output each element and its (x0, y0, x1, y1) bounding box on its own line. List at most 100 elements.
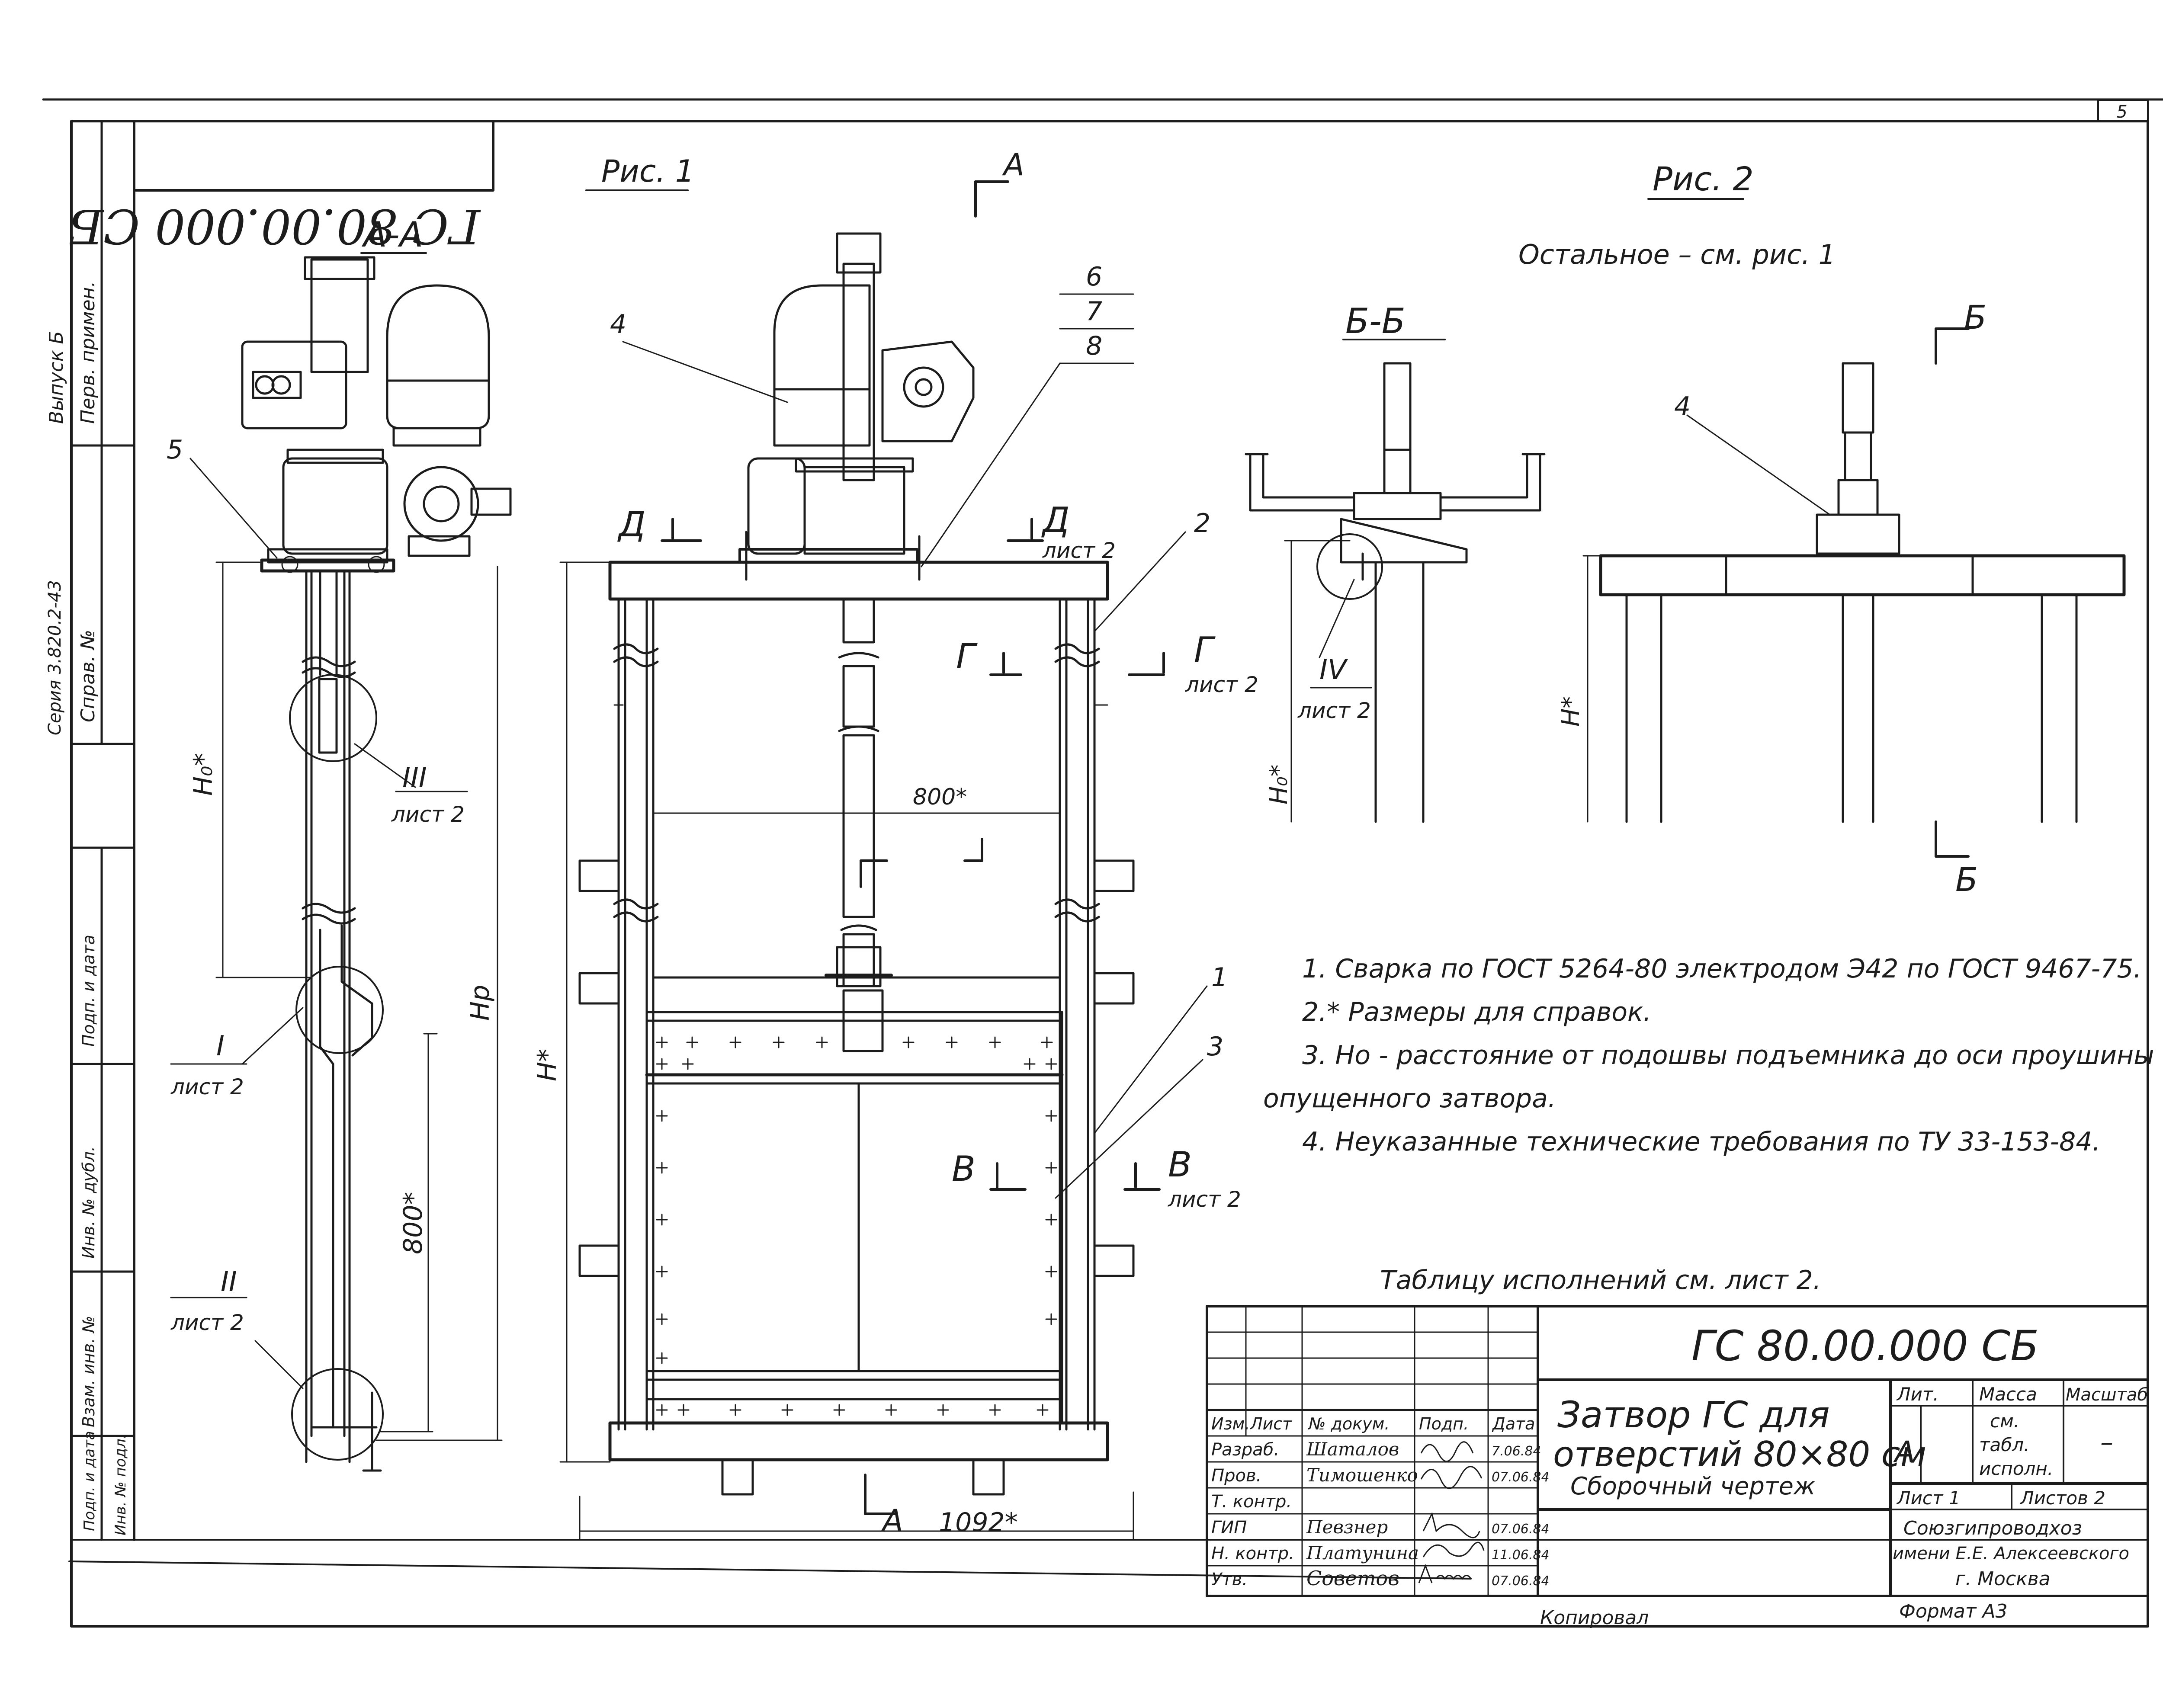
pos-4-label: 4 (610, 309, 626, 340)
col-header-izm: Изм. (1211, 1414, 1250, 1433)
note-4: 4. Неуказанные технические требования по… (1302, 1127, 2101, 1157)
cut-a-top-label: А (1002, 147, 1024, 183)
name-n-kontr: Платунина (1306, 1542, 1419, 1564)
signature-n-kontr (1422, 1541, 1485, 1557)
product-name-line-1: Затвор ГС для (1557, 1394, 1830, 1436)
sheet-frame (42, 98, 2163, 1628)
dim-hp-label: Hр (465, 985, 495, 1021)
organization-line-3: г. Москва (1955, 1568, 2051, 1590)
issue-label: Выпуск Б (45, 331, 67, 424)
cut-d-right-label: Д (1041, 500, 1070, 540)
name-razrab: Шаталов (1306, 1439, 1399, 1460)
date-razrab: 7.06.84 (1492, 1444, 1541, 1459)
mirrored-code: ГС 80.00.000 СБ (68, 199, 481, 254)
product-name-line-2: отверстий 80×80 см (1553, 1434, 1926, 1474)
mass-value-line-1: см. (1990, 1410, 2019, 1432)
cut-g-sheet: лист 2 (1185, 672, 1258, 697)
dim-h-label: H* (532, 1049, 562, 1081)
mass-header: Масса (1979, 1384, 2037, 1405)
signature-gip (1422, 1512, 1480, 1538)
section-a-a-label: А-А (361, 215, 423, 255)
pos-6-label: 6 (1086, 262, 1102, 292)
sheet-label: Лист 1 (1896, 1487, 1961, 1509)
detail-2-sheet: лист 2 (170, 1310, 244, 1335)
role-prov: Пров. (1211, 1466, 1261, 1486)
note-3: 3. Hо - расстояние от подошвы подъемника… (1302, 1040, 2154, 1070)
fig2-note: Остальное – см. рис. 1 (1518, 239, 1836, 270)
role-utv: Утв. (1211, 1570, 1248, 1589)
pos-8-label: 8 (1086, 331, 1102, 361)
dim-800-vertical-label: 800* (398, 1192, 428, 1254)
gate-rivets (656, 1036, 1057, 1416)
fig2-side-annotations (1582, 414, 1831, 823)
role-n-kontr: Н. контр. (1211, 1544, 1294, 1564)
note-1: 1. Сварка по ГОСТ 5264-80 электродом Э42… (1302, 954, 2142, 984)
title-block-grid (1206, 1305, 1539, 1597)
mass-value-line-2: табл. (1979, 1434, 2029, 1455)
col-header-list: Лист (1249, 1414, 1293, 1433)
sign-date-2-label: Подп. и дата (81, 1431, 98, 1531)
cut-v-left-label: В (952, 1149, 976, 1189)
fig2-side-view (1599, 362, 2126, 823)
gate-assembly-front (578, 232, 1135, 1496)
cut-d-left-label: Д (617, 504, 646, 545)
scale-value: – (2100, 1427, 2113, 1458)
technical-notes: 1. Сварка по ГОСТ 5264-80 электродом Э42… (1263, 954, 2154, 1157)
detail-2-label: II (221, 1266, 237, 1298)
cut-g-left-label: Г (956, 636, 978, 676)
fig2-caption: Рис. 2 (1653, 160, 1754, 198)
title-block (1206, 1305, 2149, 1597)
cut-v-right-label: В (1168, 1144, 1192, 1185)
pos-1-label: 1 (1211, 962, 1228, 993)
cut-b-bottom-label: Б (1955, 860, 1978, 899)
role-gip: ГИП (1211, 1518, 1247, 1538)
pos-5-label: 5 (167, 435, 183, 465)
dup-inv-label: Инв. № дубл. (79, 1146, 98, 1259)
cut-b-marks (1935, 327, 1970, 858)
role-razrab: Разраб. (1211, 1440, 1279, 1460)
cut-a-top-mark (974, 180, 1009, 218)
detail-3-label: III (402, 762, 427, 794)
sheets-label: Листов 2 (2019, 1487, 2105, 1509)
date-n-kontr: 11.06.84 (1492, 1548, 1550, 1563)
date-utv: 07.06.84 (1492, 1573, 1550, 1589)
mirrored-code-box: ГС 80.00.000 СБ (68, 120, 494, 254)
name-gip: Певзнер (1306, 1516, 1388, 1538)
ref-no-label: Справ. № (77, 630, 99, 722)
section-b-b-label: Б-Б (1345, 301, 1406, 341)
dim-1092-label: 1092* (939, 1507, 1018, 1538)
name-prov: Тимошенко (1306, 1464, 1418, 1486)
detail-1-sheet: лист 2 (170, 1074, 244, 1099)
note-2: 2.* Размеры для справок. (1302, 997, 1651, 1027)
fig2-pos-4-label: 4 (1674, 391, 1691, 422)
role-t-kontr: Т. контр. (1211, 1492, 1292, 1512)
fig2-dim-h-label: H* (1557, 696, 1585, 727)
section-b-b-view (1245, 362, 1546, 823)
designation: ГС 80.00.000 СБ (1691, 1322, 2039, 1370)
fig2-detail-4-sheet: лист 2 (1297, 698, 1371, 723)
page-number: 5 (2116, 102, 2127, 122)
copied-label: Копировал (1540, 1607, 1649, 1629)
fig2-dim-h0-label: H₀* (1265, 764, 1293, 804)
pos-7-label: 7 (1086, 296, 1102, 327)
signature-utv (1418, 1564, 1472, 1583)
table-reference: Таблицу исполнений см. лист 2. (1380, 1265, 1821, 1295)
sign-date-1-label: Подп. и дата (79, 935, 98, 1047)
signature-razrab (1420, 1441, 1474, 1462)
substitute-inv-label: Взам. инв. № (79, 1316, 98, 1427)
cut-b-top-label: Б (1964, 298, 1986, 336)
fig1-cut-marks (661, 518, 1165, 1515)
dim-800-horizontal-label: 800* (913, 784, 967, 810)
organization-line-2: имени Е.Е. Алексеевского (1893, 1544, 2129, 1564)
fig1-caption: Рис. 1 (601, 154, 694, 189)
organization-line-1: Союзгипроводхоз (1903, 1517, 2082, 1539)
date-gip: 07.06.84 (1492, 1522, 1550, 1537)
format-label: Формат А3 (1899, 1600, 2008, 1622)
cut-a-bottom-label: А (881, 1503, 903, 1538)
col-header-sign: Подп. (1419, 1414, 1469, 1433)
pos-2-label: 2 (1194, 508, 1210, 538)
fig1-dimensions (559, 293, 1208, 1541)
first-use-label: Перв. примен. (77, 281, 99, 424)
series-label: Серия 3.820.2-43 (45, 580, 65, 735)
